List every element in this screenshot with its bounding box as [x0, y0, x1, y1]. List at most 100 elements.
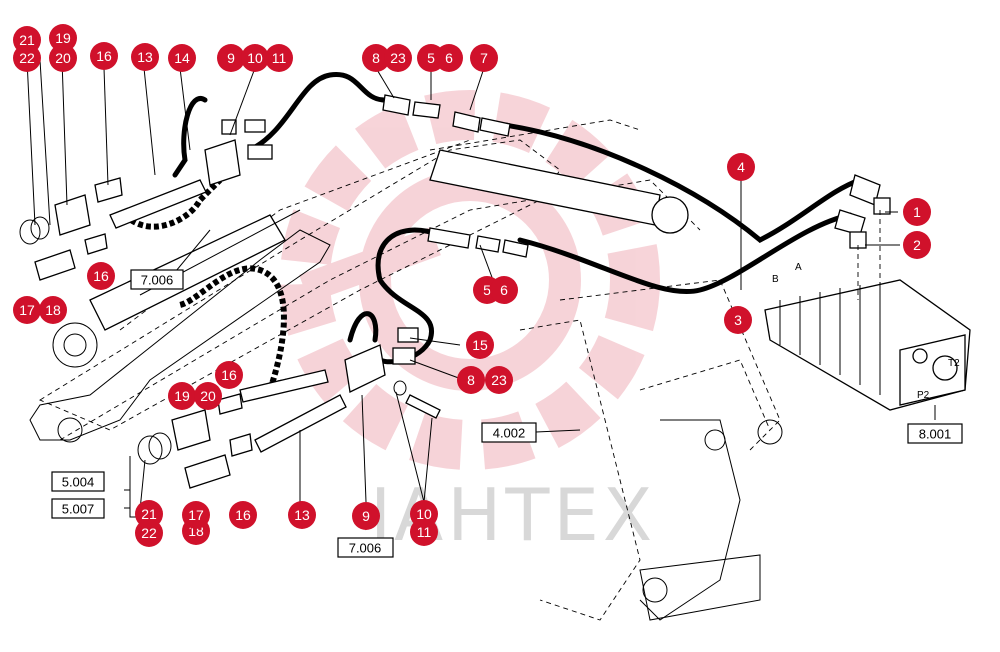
callout-16-mid: 16 [87, 262, 115, 290]
svg-text:20: 20 [200, 388, 216, 404]
svg-text:22: 22 [19, 50, 35, 66]
svg-text:13: 13 [137, 49, 153, 65]
svg-text:16: 16 [93, 268, 109, 284]
callout-8-mid: 8 [457, 366, 485, 394]
callout-23-top: 23 [384, 44, 412, 72]
upper-valve-block [204, 119, 273, 186]
ref-box-5007: 5.007 [51, 498, 105, 519]
svg-text:13: 13 [294, 507, 310, 523]
lower-valve-block [344, 327, 441, 419]
lower-coupling-set [137, 369, 347, 489]
upper-mid-fittings [382, 94, 511, 137]
svg-text:20: 20 [55, 50, 71, 66]
svg-text:15: 15 [472, 337, 488, 353]
svg-text:5.004: 5.004 [62, 475, 95, 490]
svg-text:7.006: 7.006 [349, 541, 382, 556]
callout-7: 7 [470, 44, 498, 72]
callout-15: 15 [466, 331, 494, 359]
port-label-a: A [795, 262, 802, 273]
svg-text:19: 19 [174, 388, 190, 404]
svg-text:21: 21 [19, 32, 35, 48]
svg-text:9: 9 [227, 50, 235, 66]
callout-2: 2 [903, 231, 931, 259]
arm-structure [29, 229, 783, 621]
callout-20-top: 20 [49, 44, 77, 72]
svg-text:11: 11 [272, 50, 287, 66]
svg-text:16: 16 [221, 367, 237, 383]
callout-9-top: 9 [217, 44, 245, 72]
watermark-text: JAHTEX [366, 473, 656, 557]
svg-text:5.007: 5.007 [62, 502, 95, 517]
callout-4: 4 [727, 153, 755, 181]
svg-text:17: 17 [19, 302, 35, 318]
callout-1: 1 [903, 198, 931, 226]
svg-text:5: 5 [427, 50, 435, 66]
callout-19-top: 19 [49, 24, 77, 52]
svg-text:6: 6 [445, 50, 453, 66]
svg-text:11: 11 [417, 524, 432, 540]
callout-14: 14 [168, 44, 196, 72]
callouts: 22 21 20 19 16 13 14 11 9 10 8 23 6 5 7 … [13, 24, 931, 547]
callout-17-top: 17 [13, 296, 41, 324]
mid-fittings [427, 227, 529, 258]
upper-coupling-set [19, 177, 207, 281]
svg-text:5: 5 [483, 282, 491, 298]
svg-text:14: 14 [174, 50, 190, 66]
svg-text:8: 8 [372, 50, 380, 66]
svg-text:10: 10 [416, 506, 432, 522]
hydraulic-cylinder-right [429, 149, 689, 234]
callout-18-top: 18 [39, 296, 67, 324]
callout-10-top: 10 [241, 44, 269, 72]
svg-text:2: 2 [913, 237, 921, 253]
ref-box-7006-bottom: 7.006 [337, 537, 394, 558]
ref-box-5004: 5.004 [51, 471, 105, 492]
ref-box-7006-top: 7.006 [130, 269, 184, 290]
callout-16-bottom: 16 [229, 501, 257, 529]
callout-21-bottom: 21 [135, 500, 163, 528]
callout-17-bottom: 17 [182, 501, 210, 529]
ref-box-8001: 8.001 [907, 423, 963, 444]
callout-20-lower: 20 [194, 382, 222, 410]
callout-19-lower: 19 [168, 382, 196, 410]
port-label-t2: T2 [948, 358, 960, 369]
svg-text:7.006: 7.006 [141, 273, 174, 288]
callout-13-top: 13 [131, 43, 159, 71]
svg-text:4: 4 [737, 159, 745, 175]
svg-text:23: 23 [491, 372, 507, 388]
port-label-p2: P2 [917, 390, 930, 401]
svg-text:16: 16 [235, 507, 251, 523]
svg-text:6: 6 [500, 282, 508, 298]
svg-text:8.001: 8.001 [919, 427, 952, 442]
svg-text:21: 21 [141, 506, 157, 522]
svg-text:7: 7 [480, 50, 488, 66]
port-label-b: B [772, 274, 779, 285]
right-fittings [834, 174, 891, 249]
svg-text:9: 9 [362, 508, 370, 524]
callout-21-top: 21 [13, 26, 41, 54]
callout-3: 3 [724, 306, 752, 334]
svg-text:4.002: 4.002 [493, 426, 526, 441]
callout-13-bottom: 13 [288, 501, 316, 529]
leader-lines [26, 59, 936, 531]
callout-5-top: 5 [417, 44, 445, 72]
callout-16-top: 16 [90, 42, 118, 70]
svg-text:18: 18 [45, 302, 61, 318]
svg-text:17: 17 [188, 507, 204, 523]
callout-9-bottom: 9 [352, 502, 380, 530]
svg-text:23: 23 [390, 50, 406, 66]
callout-16-lower: 16 [215, 361, 243, 389]
svg-text:10: 10 [247, 50, 263, 66]
svg-text:1: 1 [913, 204, 921, 220]
callout-8-top: 8 [362, 44, 390, 72]
svg-text:8: 8 [467, 372, 475, 388]
svg-text:22: 22 [141, 525, 157, 541]
svg-text:16: 16 [96, 48, 112, 64]
svg-text:19: 19 [55, 30, 71, 46]
control-valve-bank: A B P2 T2 [764, 262, 971, 411]
svg-text:3: 3 [734, 312, 742, 328]
ref-box-4002: 4.002 [481, 422, 537, 443]
callout-11-top: 11 [265, 44, 293, 72]
callout-6-mid: 6 [490, 276, 518, 304]
callout-10-bottom: 10 [410, 500, 438, 528]
